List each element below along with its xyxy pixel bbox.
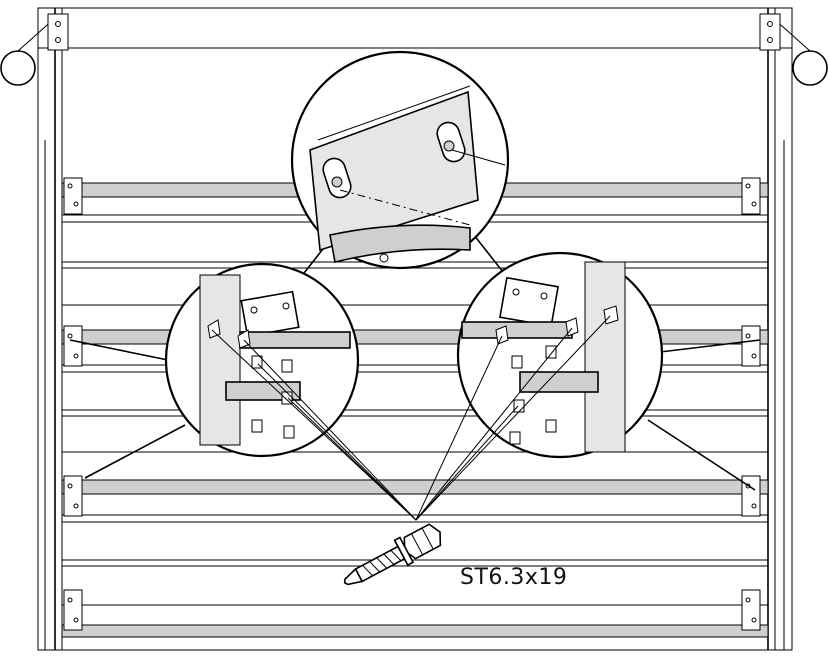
fastener-spec-label: ST6.3x19 — [460, 565, 568, 590]
self-drilling-screw-icon — [343, 523, 442, 586]
right-detail-magnifier — [456, 251, 664, 459]
left-detail-magnifier — [164, 262, 360, 458]
left-pulley — [0, 13, 69, 86]
top-detail-magnifier — [290, 50, 510, 270]
gate-frame — [37, 7, 793, 651]
fastener-leader-lines — [211, 315, 611, 521]
right-hinge-brackets — [741, 177, 761, 631]
left-hinge-brackets — [63, 177, 83, 631]
right-pulley — [759, 13, 828, 86]
